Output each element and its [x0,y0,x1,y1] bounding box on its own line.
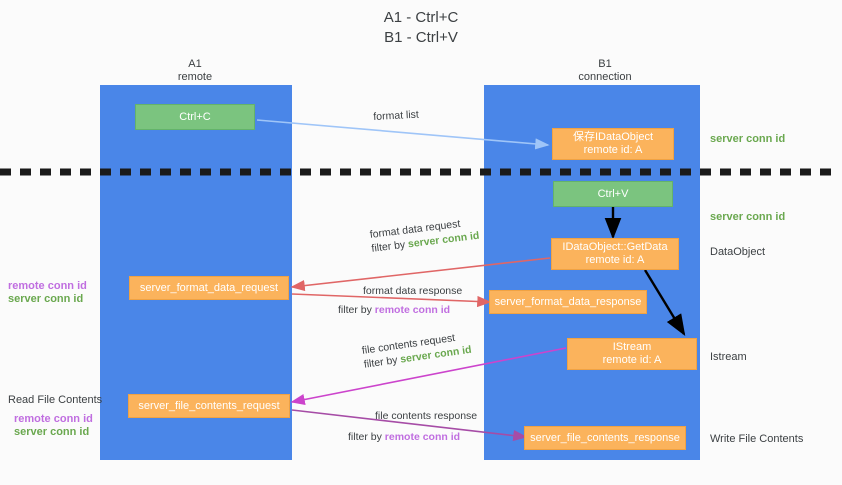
left-label-server-conn-id-1: server conn id [8,293,84,305]
node-getdata-line1: IDataObject::GetData [562,241,668,253]
right-label-istream: Istream [710,351,747,363]
node-save-idataobject[interactable]: 保存IDataObject remote id: A [552,128,674,160]
node-ctrl-c[interactable]: Ctrl+C [135,104,255,130]
title-line-2: B1 - Ctrl+V [384,29,458,46]
left-label-read-file-contents: Read File Contents [8,394,103,406]
node-ctrl-c-label: Ctrl+C [179,110,211,123]
node-server-format-data-response[interactable]: server_format_data_response [489,290,647,314]
lane-header-a1: A1 remote [135,58,255,84]
edge-label-format-data-response-text: format data response [363,285,463,297]
remote-conn-id-text-2: remote conn id [374,304,451,316]
edge-label-format-list: format list [373,108,419,124]
node-server-format-data-request-label: server_format_data_request [139,281,279,294]
node-server-format-data-response-label: server_format_data_response [494,295,642,308]
node-idataobject-getdata[interactable]: IDataObject::GetData remote id: A [551,238,679,270]
node-ctrl-v-label: Ctrl+V [597,187,629,200]
node-server-file-contents-request[interactable]: server_file_contents_request [128,394,290,418]
lane-b1-sub: connection [578,71,632,83]
right-label-write-file-contents: Write File Contents [710,433,804,445]
title-line-1: A1 - Ctrl+C [383,9,459,26]
edge-label-format-list-text: format list [373,108,420,123]
right-label-server-conn-id-top: server conn id [710,133,786,145]
edge-label-format-data-response: format data response filter by remote co… [338,284,463,317]
edge-label-file-contents-response-text: file contents response [375,410,478,422]
filter-by-text-4: filter by [348,431,382,443]
lane-a1-sub: remote [177,71,213,83]
node-getdata-line2: remote id: A [585,254,645,266]
edge-label-file-contents-request: file contents request filter by server c… [361,329,472,372]
left-label-server-conn-id-2: server conn id [14,426,90,438]
page-title: A1 - Ctrl+C B1 - Ctrl+V [0,8,842,48]
node-save-idataobject-line2: remote id: A [583,144,643,156]
filter-by-text-3: filter by [363,354,399,371]
node-ctrl-v[interactable]: Ctrl+V [553,181,673,207]
left-label-remote-conn-id-1: remote conn id [8,280,87,292]
lane-b1-name: B1 [598,58,612,70]
node-server-file-contents-response[interactable]: server_file_contents_response [524,426,686,450]
edge-label-format-data-request: format data request filter by server con… [369,215,480,256]
node-server-file-contents-request-label: server_file_contents_request [138,399,280,412]
filter-by-text-2: filter by [338,304,372,316]
lane-header-b1: B1 connection [535,58,675,84]
node-save-idataobject-line1: 保存IDataObject [572,131,654,143]
edge-label-file-contents-response-filter: filter by remote conn id [348,430,477,444]
remote-conn-id-text-4: remote conn id [384,431,461,443]
edge-label-file-contents-response: file contents response filter by remote … [348,409,478,444]
node-istream-line2: remote id: A [602,354,662,366]
lane-a1-name: A1 [188,58,202,70]
node-server-file-contents-response-label: server_file_contents_response [530,431,680,444]
left-label-remote-conn-id-2: remote conn id [14,413,93,425]
filter-by-text-1: filter by [370,238,406,255]
right-label-dataobject: DataObject [710,246,766,258]
edge-label-format-data-response-filter: filter by remote conn id [338,303,462,317]
node-istream[interactable]: IStream remote id: A [567,338,697,370]
right-label-server-conn-id-mid: server conn id [710,211,786,223]
node-istream-line1: IStream [612,341,652,353]
node-server-format-data-request[interactable]: server_format_data_request [129,276,289,300]
